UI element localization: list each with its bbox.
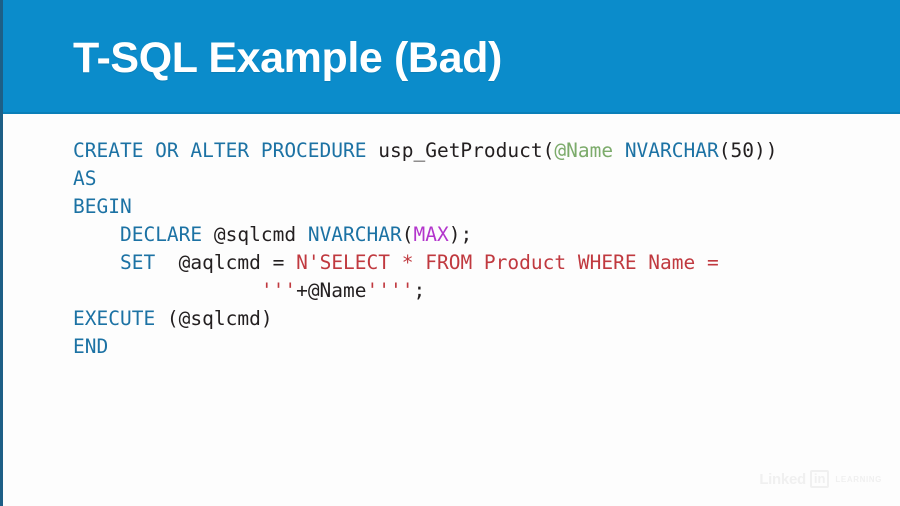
watermark-product-text: LEARNING — [835, 474, 882, 484]
code-token-identifier: @aqlcmd = — [155, 251, 297, 274]
code-token-identifier: ); — [448, 223, 473, 246]
code-line: BEGIN — [73, 193, 873, 221]
code-token-identifier — [613, 139, 625, 162]
linkedin-learning-watermark: Linked in LEARNING — [759, 470, 882, 488]
code-token-parameter-green: @Name — [554, 139, 614, 162]
code-token-keyword: NVARCHAR — [624, 139, 719, 162]
title-banner: T-SQL Example (Bad) — [3, 0, 900, 114]
code-token-identifier: usp_GetProduct( — [378, 139, 555, 162]
code-token-identifier: ( — [401, 223, 414, 246]
code-token-keyword: AS — [73, 167, 97, 190]
code-token-identifier: (50)) — [718, 139, 778, 162]
code-block: CREATE OR ALTER PROCEDURE usp_GetProduct… — [73, 137, 873, 361]
code-token-keyword: SET — [119, 251, 156, 274]
watermark-brand-text: Linked — [759, 470, 806, 488]
code-line: DECLARE @sqlcmd NVARCHAR(MAX); — [73, 221, 873, 249]
code-line: '''+@Name''''; — [73, 277, 873, 305]
code-line: AS — [73, 165, 873, 193]
code-line: CREATE OR ALTER PROCEDURE usp_GetProduct… — [73, 137, 873, 165]
code-token-keyword: DECLARE — [119, 223, 203, 246]
page-title: T-SQL Example (Bad) — [73, 34, 502, 82]
code-token-string-red: '''' — [366, 279, 414, 302]
code-token-keyword: END — [73, 335, 109, 358]
code-token-identifier — [73, 251, 120, 274]
code-line: EXECUTE (@sqlcmd) — [73, 305, 873, 333]
code-token-identifier: +@Name — [296, 279, 367, 302]
code-token-string-red: N'SELECT * FROM Product WHERE Name = — [296, 251, 731, 274]
code-token-identifier: @sqlcmd — [202, 223, 308, 246]
watermark-in-badge-icon: in — [809, 470, 830, 488]
code-token-identifier — [73, 223, 120, 246]
code-line: SET @aqlcmd = N'SELECT * FROM Product WH… — [73, 249, 873, 277]
code-token-identifier — [73, 279, 261, 302]
code-token-identifier: (@sqlcmd) — [155, 307, 273, 330]
code-token-keyword: EXECUTE — [73, 307, 156, 330]
code-token-keyword: NVARCHAR — [307, 223, 402, 246]
code-token-identifier: ; — [413, 279, 426, 302]
code-token-keyword: CREATE OR ALTER PROCEDURE — [73, 139, 379, 162]
code-token-string-red: ''' — [260, 279, 297, 302]
code-token-literal-magenta: MAX — [413, 223, 449, 246]
code-token-keyword: BEGIN — [73, 195, 132, 218]
code-line: END — [73, 333, 873, 361]
